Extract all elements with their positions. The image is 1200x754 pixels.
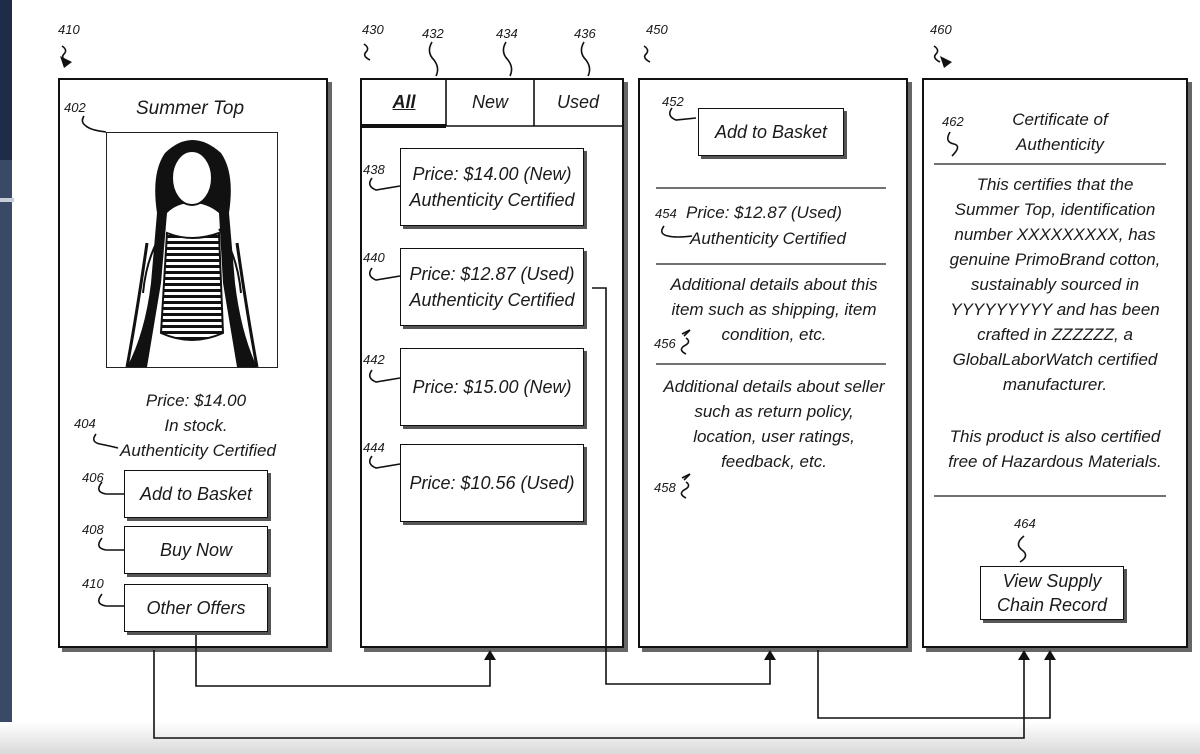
offer-item[interactable]: Price: $14.00 (New) Authenticity Certifi… (400, 148, 584, 226)
seller-details-line: Additional details about seller (663, 377, 885, 396)
ref-450: 450 (646, 22, 668, 37)
detail-add-to-basket-button[interactable]: Add to Basket (698, 108, 844, 156)
item-details-line: condition, etc. (721, 325, 827, 344)
ref-462: 462 (942, 114, 964, 129)
other-offers-button[interactable]: Other Offers (124, 584, 268, 632)
certificate-line: genuine PrimoBrand cotton, (949, 250, 1161, 269)
hazard-line: This product is also certified (949, 427, 1161, 446)
ref-458: 458 (654, 480, 676, 495)
product-title: Summer Top (135, 98, 245, 119)
ref-430: 430 (362, 22, 384, 37)
certificate-panel (922, 78, 1188, 648)
offer-price: Price: $15.00 (New) (412, 377, 572, 397)
view-supply-chain-button[interactable]: View Supply Chain Record (980, 566, 1124, 620)
product-price: Price: $14.00 (145, 391, 247, 410)
ref-440: 440 (363, 250, 385, 265)
certificate-line: YYYYYYYYY and has been (950, 300, 1160, 319)
ref-444: 444 (363, 440, 385, 455)
ref-432: 432 (422, 26, 444, 41)
product-stock: In stock. (164, 416, 228, 435)
ref-436: 436 (574, 26, 596, 41)
tab-used[interactable]: Used (556, 91, 600, 112)
ref-450-squiggle (643, 45, 651, 63)
certificate-title-line: Certificate of (1012, 110, 1108, 129)
ref-404: 404 (74, 416, 96, 431)
model-photo-icon (125, 140, 259, 367)
ref-402: 402 (64, 100, 86, 115)
detail-panel (638, 78, 908, 648)
certificate-title-line: Authenticity (1016, 135, 1104, 154)
ref-406: 406 (82, 470, 104, 485)
ref-456: 456 (654, 336, 676, 351)
seller-details-line: location, user ratings, (693, 427, 855, 446)
ref-434: 434 (496, 26, 518, 41)
ref-408: 408 (82, 522, 104, 537)
detail-price: Price: $12.87 (Used) (686, 203, 842, 222)
certificate-line: GlobalLaborWatch certified (952, 350, 1158, 369)
offer-item[interactable]: Price: $15.00 (New) (400, 348, 584, 426)
window-edge-mark (0, 198, 14, 202)
tab-all[interactable]: All (392, 91, 416, 112)
offer-price: Price: $10.56 (Used) (409, 473, 575, 493)
offer-item[interactable]: Price: $10.56 (Used) (400, 444, 584, 522)
certificate-line: sustainably sourced in (970, 275, 1140, 294)
certificate-line: This certifies that the (976, 175, 1134, 194)
tab-new[interactable]: New (471, 91, 508, 112)
ref-410: 410 (58, 22, 80, 37)
hazard-line: free of Hazardous Materials. (948, 452, 1162, 471)
certificate-line: Summer Top, identification (954, 200, 1156, 219)
ref-442: 442 (363, 352, 385, 367)
offer-item[interactable]: Price: $12.87 (Used) Authenticity Certif… (400, 248, 584, 326)
seller-details-line: such as return policy, (694, 402, 854, 421)
window-edge-dark (0, 0, 12, 160)
ref-460-squiggle (933, 45, 941, 63)
ref-454: 454 (655, 206, 677, 221)
add-to-basket-button[interactable]: Add to Basket (124, 470, 268, 518)
item-details-line: item such as shipping, item (671, 300, 877, 319)
item-details-line: Additional details about this (670, 275, 878, 294)
offer-price: Price: $12.87 (Used) (409, 264, 575, 284)
certificate-line: manufacturer. (1002, 375, 1108, 394)
certificate-line: number XXXXXXXXX, has (954, 225, 1156, 244)
ref-430-squiggle (363, 43, 371, 61)
offer-certified: Authenticity Certified (409, 190, 575, 210)
supply-button-line: View Supply (1002, 571, 1102, 591)
ref-438: 438 (363, 162, 385, 177)
offer-certified: Authenticity Certified (409, 290, 575, 310)
seller-details-line: feedback, etc. (721, 452, 827, 471)
ref-452: 452 (662, 94, 684, 109)
detail-certified: Authenticity Certified (690, 229, 846, 248)
supply-button-line: Chain Record (996, 595, 1108, 615)
offer-price: Price: $14.00 (New) (412, 164, 572, 184)
ref-464: 464 (1014, 516, 1036, 531)
window-edge (0, 0, 12, 754)
product-certified: Authenticity Certified (120, 441, 276, 460)
certificate-line: crafted in ZZZZZZ, a (977, 325, 1133, 344)
product-image (106, 132, 278, 368)
ref-460: 460 (930, 22, 952, 37)
ref-410-offers: 410 (82, 576, 104, 591)
buy-now-button[interactable]: Buy Now (124, 526, 268, 574)
